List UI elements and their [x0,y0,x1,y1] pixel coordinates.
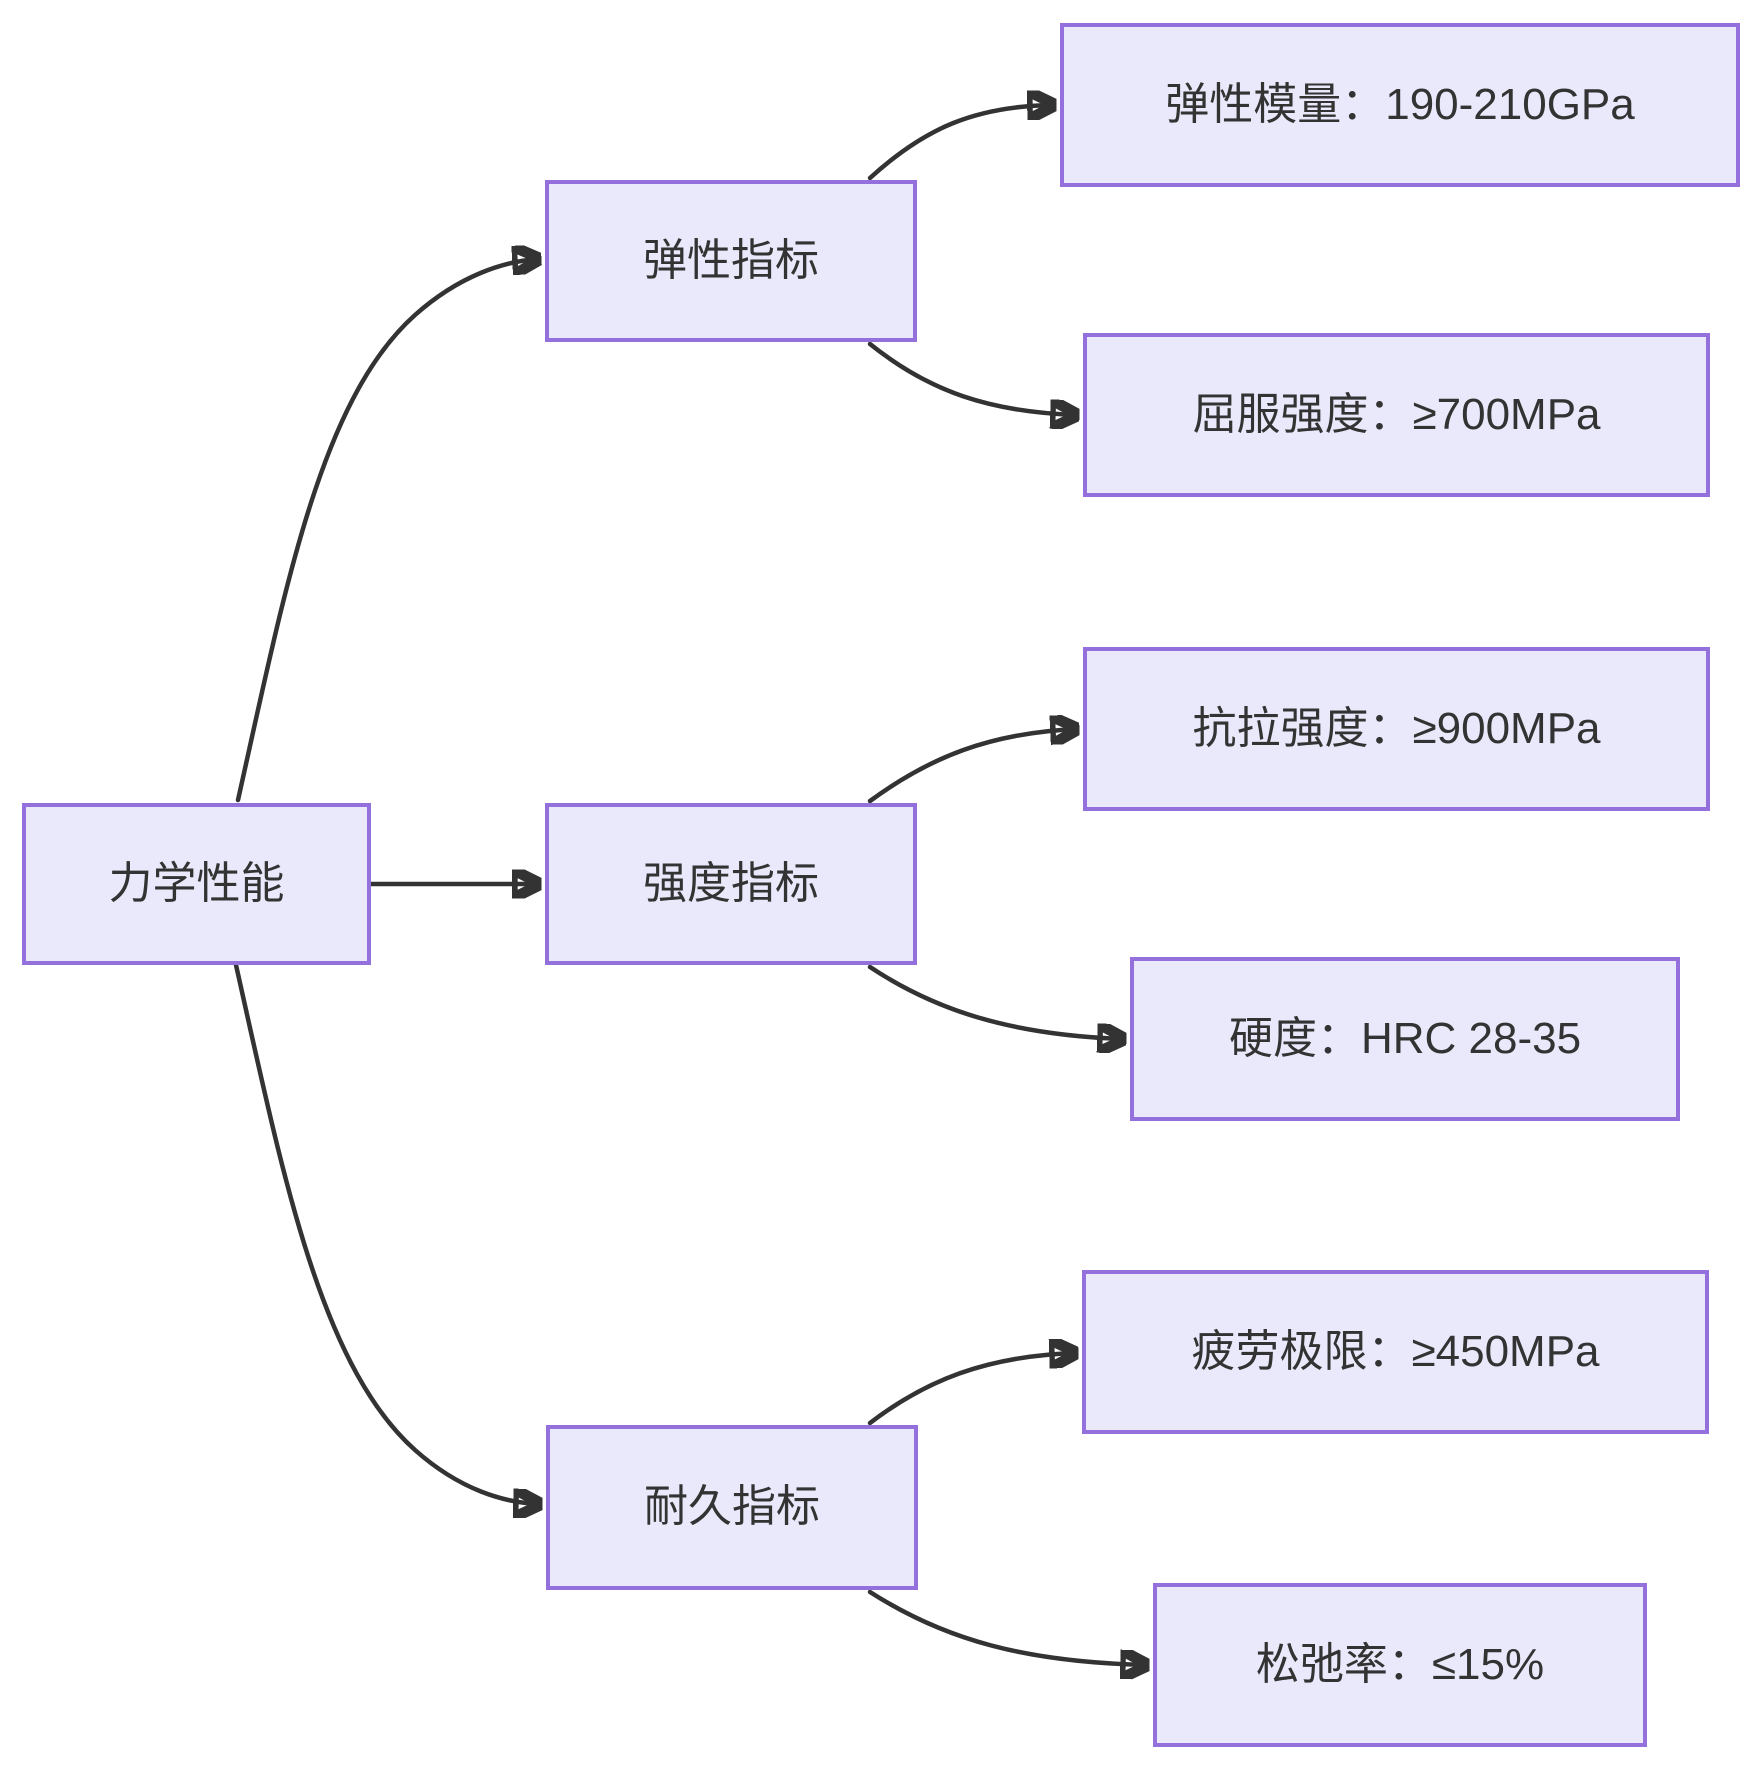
node-elastic-index: 弹性指标 [545,180,917,342]
node-relaxation-rate: 松弛率：≤15% [1153,1583,1647,1747]
node-tensile-strength: 抗拉强度：≥900MPa [1083,647,1710,811]
edge-durability-to-fatigue [867,1353,1076,1426]
edge-durability-to-relaxation [867,1589,1147,1665]
edge-strength-to-tensile [867,729,1077,804]
edge-root-to-elastic [235,259,539,803]
edge-elastic-to-yield [867,341,1077,415]
edge-strength-to-hardness [867,964,1124,1039]
edge-elastic-to-modulus [867,105,1054,181]
node-durability-index: 耐久指标 [546,1425,918,1590]
node-strength-index: 强度指标 [545,803,917,965]
node-yield-strength: 屈服强度：≥700MPa [1083,333,1710,497]
edge-root-to-durability [233,962,540,1504]
node-hardness: 硬度：HRC 28-35 [1130,957,1680,1121]
node-elastic-modulus: 弹性模量：190-210GPa [1060,23,1740,187]
node-fatigue-limit: 疲劳极限：≥450MPa [1082,1270,1709,1434]
node-root-mechanical-properties: 力学性能 [22,803,371,965]
